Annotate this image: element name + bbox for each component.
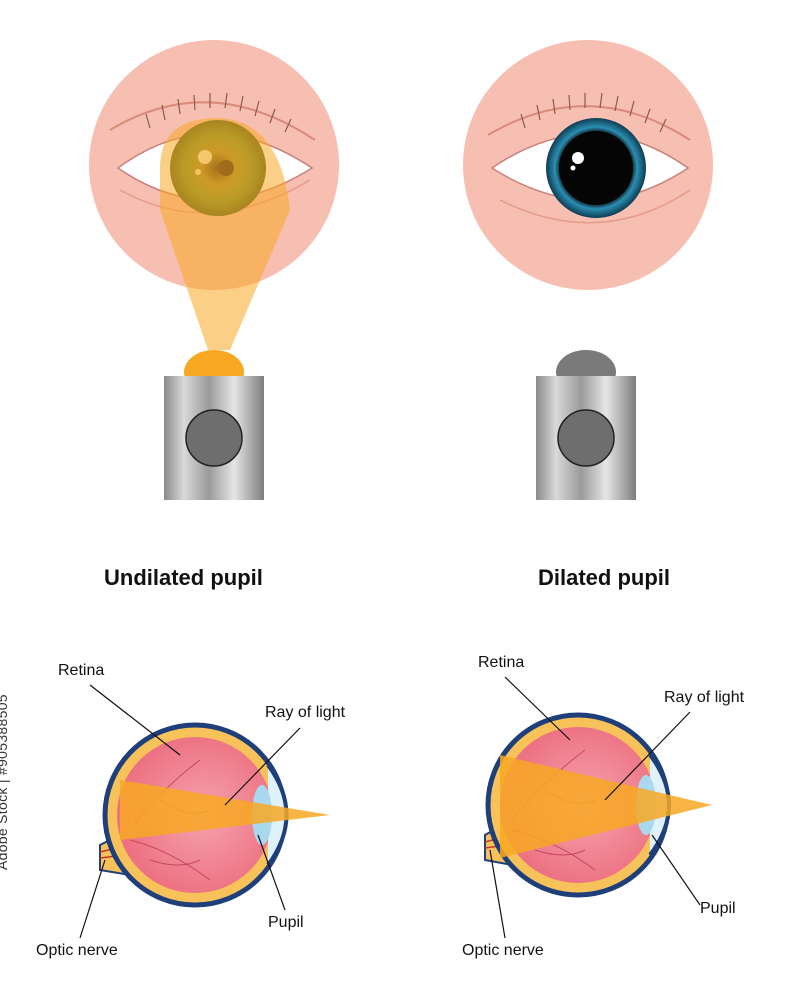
dilated-eye-closeup — [463, 40, 713, 290]
undilated-eye-cross-section — [80, 685, 330, 938]
penlight-off — [536, 350, 636, 500]
label-retina-right: Retina — [478, 654, 524, 672]
undilated-eye-closeup — [89, 40, 339, 350]
stock-id: Adobe Stock | #905388505 — [0, 740, 10, 870]
title-dilated: Dilated pupil — [538, 565, 670, 591]
penlight-button — [186, 410, 242, 466]
label-ray-right: Ray of light — [664, 689, 744, 707]
label-optic-nerve-left: Optic nerve — [36, 942, 118, 960]
label-optic-nerve-right: Optic nerve — [462, 942, 544, 960]
label-pupil-right: Pupil — [700, 900, 736, 918]
penlight-on — [164, 350, 264, 500]
label-retina-left: Retina — [58, 662, 104, 680]
pupil-large — [559, 131, 633, 205]
penlight-button — [558, 410, 614, 466]
dilated-eye-cross-section — [485, 677, 712, 938]
title-undilated: Undilated pupil — [104, 565, 263, 591]
label-ray-left: Ray of light — [265, 704, 345, 722]
light-beam — [160, 118, 290, 350]
label-pupil-left: Pupil — [268, 914, 304, 932]
